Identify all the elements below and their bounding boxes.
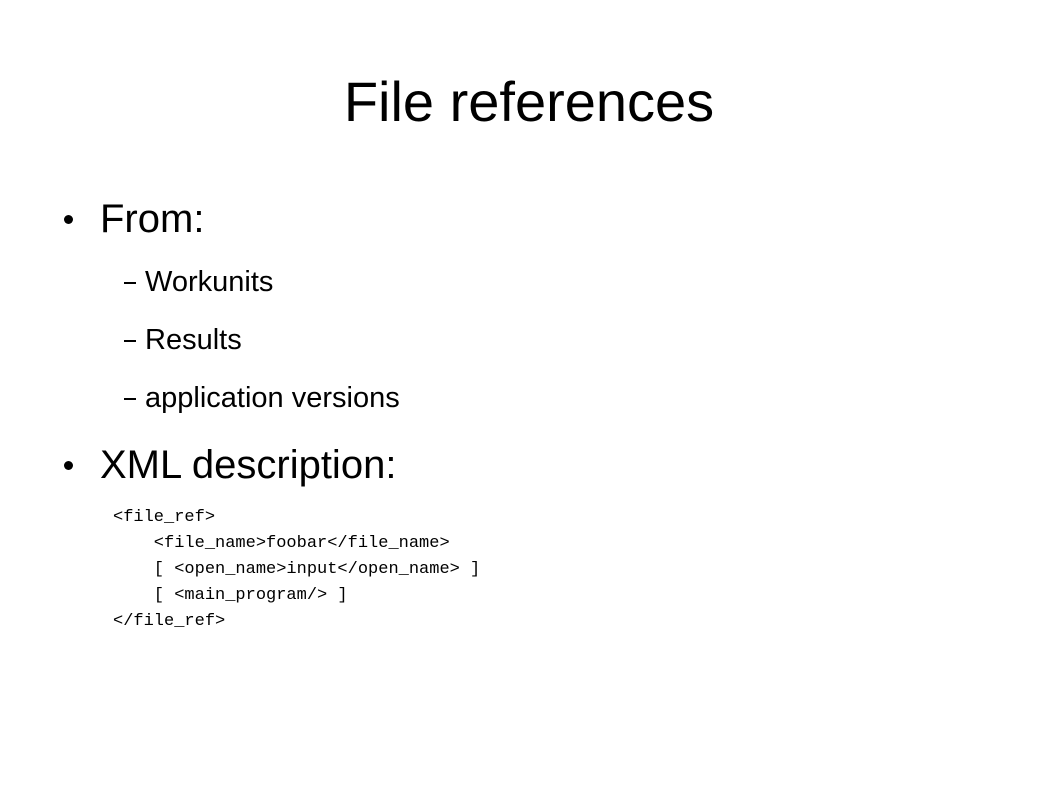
code-line: <file_ref> — [113, 508, 216, 527]
bullet-label: From: — [100, 197, 205, 241]
subitem-label: application versions — [145, 382, 400, 414]
slide-title: File references — [343, 70, 715, 133]
xml-code-block: <file_ref> <file_name>foobar</file_name>… — [113, 505, 480, 635]
subitem-label: Workunits — [145, 266, 274, 298]
code-line: <file_name>foobar</file_name> — [113, 534, 450, 553]
bullet-label: XML description: — [100, 443, 397, 487]
code-line: </file_ref> — [113, 612, 226, 631]
subitem-label: Results — [145, 324, 242, 356]
code-line: [ <open_name>input</open_name> ] — [113, 560, 481, 579]
sub-bullet-dash-icon — [124, 282, 136, 284]
bullet-dot-icon — [64, 215, 73, 224]
sub-bullet-dash-icon — [124, 398, 136, 400]
bullet-dot-icon — [64, 461, 73, 470]
code-line: [ <main_program/> ] — [113, 586, 348, 605]
sub-bullet-dash-icon — [124, 340, 136, 342]
